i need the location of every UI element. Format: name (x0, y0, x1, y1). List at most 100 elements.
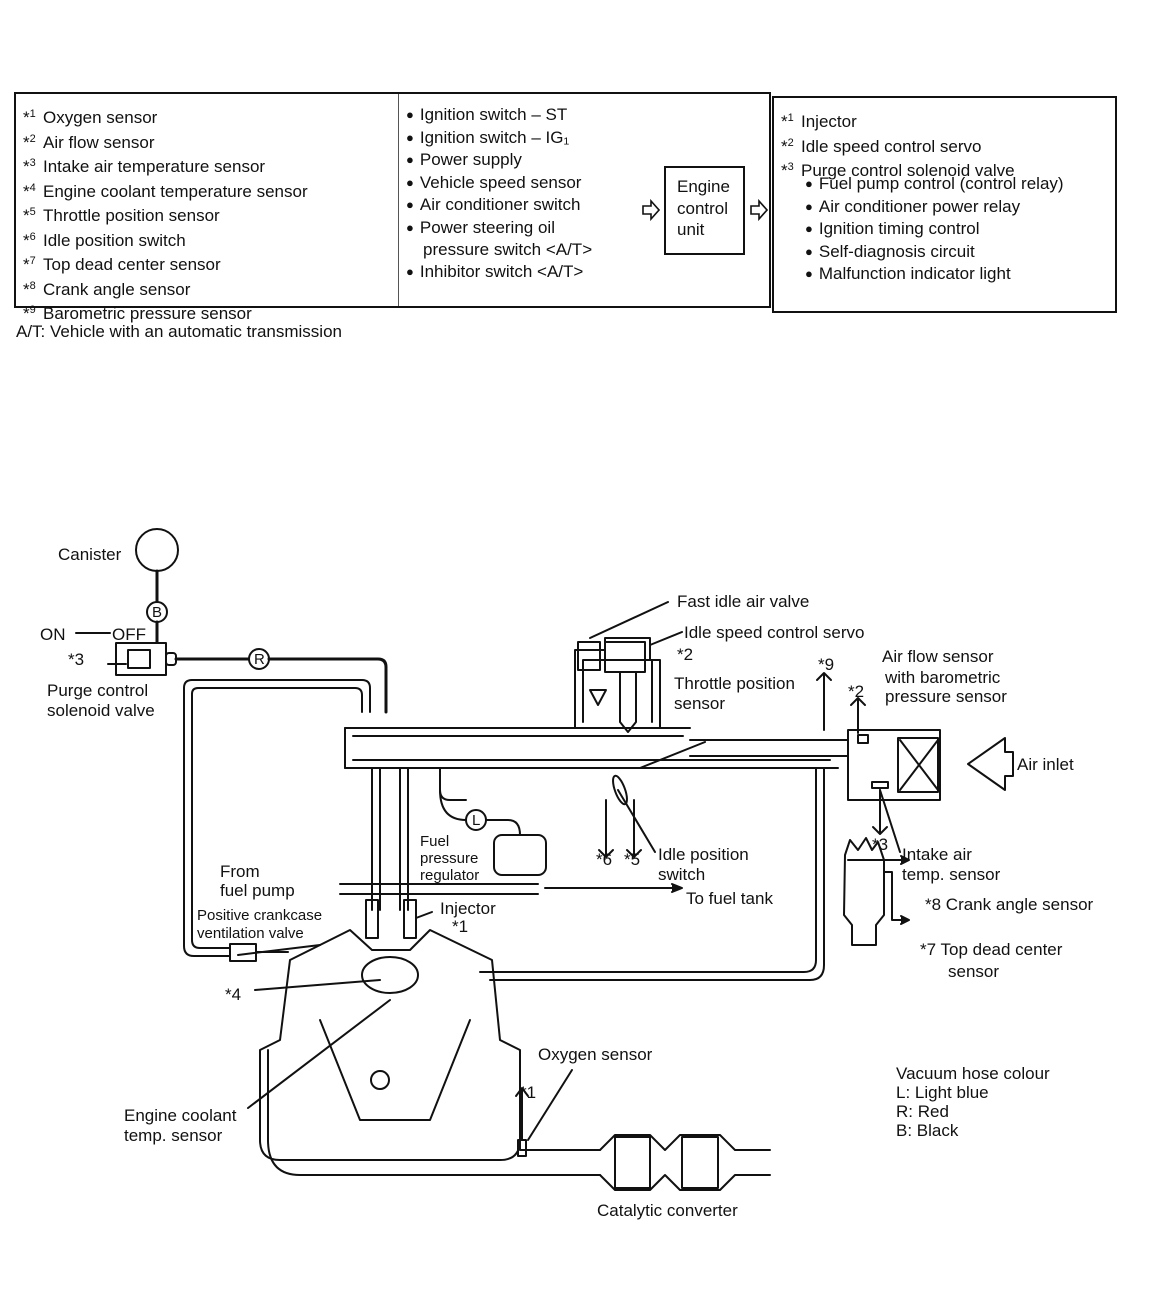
hose-legend-title: Vacuum hose colour (896, 1064, 1050, 1083)
function-item: Ignition timing control (805, 218, 1064, 241)
label-from-fuel-pump: fuel pump (220, 881, 295, 900)
label-catalytic-converter: Catalytic converter (597, 1201, 738, 1220)
label-engine-coolant-temp: Engine coolant (124, 1106, 237, 1125)
label-tdc-sensor: *7 Top dead center (920, 940, 1063, 959)
catalytic-converter-core-1 (614, 1136, 651, 1189)
inputs-divider (398, 94, 399, 306)
signal-input-list: Ignition switch – ST Ignition switch – I… (406, 104, 592, 283)
label-fast-idle-valve: Fast idle air valve (677, 592, 809, 611)
ecu-label-line: Engine (677, 177, 730, 196)
signal-item: Ignition switch – IG₁ (406, 127, 592, 150)
label-to-fuel-tank: To fuel tank (686, 889, 773, 908)
label-tdc-sensor: sensor (948, 962, 999, 981)
label-fuel-pressure-regulator: Fuel (420, 833, 449, 850)
footnote: A/T: Vehicle with an automatic transmiss… (16, 322, 342, 341)
label-afs: pressure sensor (885, 687, 1007, 706)
label-idle-position-switch: Idle position (658, 845, 749, 864)
function-item: Malfunction indicator light (805, 263, 1064, 286)
hose-letter-l: L (472, 812, 480, 829)
function-output-list: Fuel pump control (control relay) Air co… (805, 173, 1064, 286)
hose-legend-item: L: Light blue (896, 1083, 989, 1102)
label-on: ON (40, 625, 66, 644)
label-tps: sensor (674, 694, 725, 713)
arrow-right-icon (642, 199, 660, 221)
label-air-inlet: Air inlet (1017, 755, 1074, 774)
signal-item: Power steering oil (406, 217, 592, 240)
inputs-box (14, 92, 771, 308)
label-purge-valve: solenoid valve (47, 701, 155, 720)
label-pcv-valve: ventilation valve (197, 925, 304, 942)
label-ref1-o2: *1 (520, 1083, 536, 1102)
signal-item: Air conditioner switch (406, 194, 592, 217)
label-engine-coolant-temp: temp. sensor (124, 1126, 223, 1145)
label-off: OFF (112, 625, 146, 644)
hose-letter-b: B (152, 604, 162, 621)
function-item: Fuel pump control (control relay) (805, 173, 1064, 196)
label-canister: Canister (58, 545, 122, 564)
label-intake-air-temp: temp. sensor (902, 865, 1001, 884)
function-item: Air conditioner power relay (805, 196, 1064, 219)
injector-left (365, 899, 379, 939)
purge-solenoid-valve (115, 642, 167, 676)
ecu-label-line: control (677, 198, 729, 218)
label-fuel-pressure-regulator: regulator (420, 867, 479, 884)
label-ref1-injector: *1 (452, 917, 468, 936)
injector-right (403, 899, 417, 939)
label-crank-angle-sensor: *8 Crank angle sensor (925, 895, 1094, 914)
signal-item: Vehicle speed sensor (406, 172, 592, 195)
function-item: Self-diagnosis circuit (805, 241, 1064, 264)
canister-icon (135, 528, 179, 572)
catalytic-converter-core-2 (681, 1136, 719, 1189)
label-injector: Injector (440, 899, 496, 918)
arrow-right-icon (750, 199, 768, 221)
signal-item: Inhibitor switch <A/T> (406, 261, 592, 284)
label-ref9: *9 (818, 655, 834, 674)
label-ref2-afs: *2 (848, 682, 864, 701)
label-ref2-servo: *2 (677, 645, 693, 664)
label-idle-position-switch: switch (658, 865, 705, 884)
hose-legend-item: R: Red (896, 1102, 949, 1121)
label-tps: Throttle position (674, 674, 795, 693)
label-ref5: *5 (624, 850, 640, 869)
label-intake-air-temp: Intake air (902, 845, 972, 864)
crank-angle-sensor (843, 837, 885, 946)
label-fuel-pressure-regulator: pressure (420, 850, 478, 867)
label-pcv-valve: Positive crankcase (197, 907, 322, 924)
signal-item: Power supply (406, 149, 592, 172)
diagram-labels: Canister ON OFF *3 Purge control solenoi… (40, 545, 1094, 1220)
label-ref3-purge: *3 (68, 650, 84, 669)
signal-item: Ignition switch – ST (406, 104, 592, 127)
label-from-fuel-pump: From (220, 862, 260, 881)
air-inlet-arrow (967, 737, 1014, 791)
label-ref3-intake: *3 (872, 835, 888, 854)
hose-letter-r: R (254, 651, 265, 668)
engine-control-unit-box: Engine control unit (664, 166, 745, 255)
label-ref4: *4 (225, 985, 241, 1004)
hose-legend-item: B: Black (896, 1121, 959, 1140)
engine-block (259, 929, 521, 1161)
label-afs: Air flow sensor (882, 647, 994, 666)
air-flow-sensor (847, 729, 941, 801)
fuel-pressure-regulator (493, 834, 547, 876)
signal-item-continued: pressure switch <A/T> (423, 240, 593, 259)
label-isc-servo: Idle speed control servo (684, 623, 865, 642)
label-oxygen-sensor: Oxygen sensor (538, 1045, 653, 1064)
throttle-valve (612, 774, 628, 806)
label-afs: with barometric (884, 668, 1001, 687)
idle-speed-control-servo (604, 641, 646, 673)
ecu-label-line: unit (677, 220, 705, 239)
label-purge-valve: Purge control (47, 681, 148, 700)
